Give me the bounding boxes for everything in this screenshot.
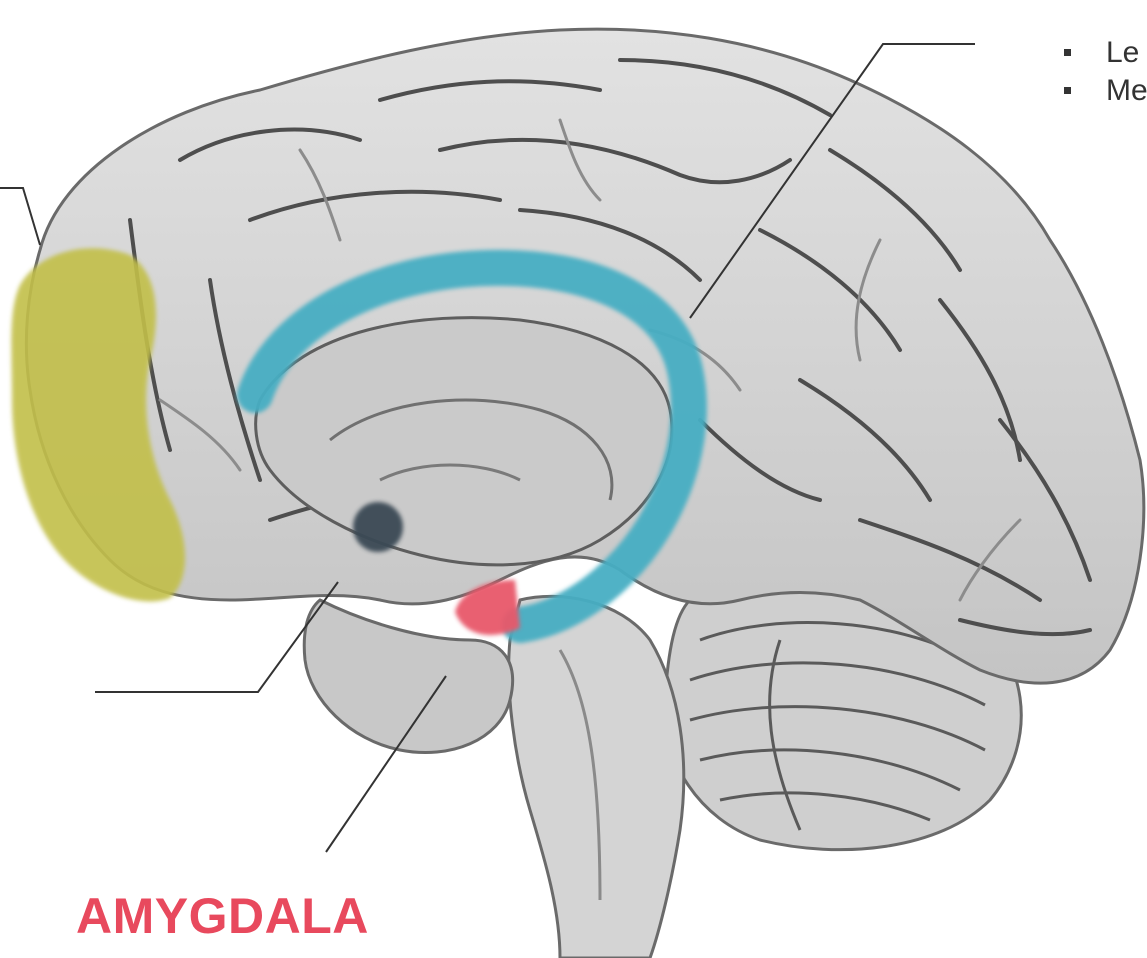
bullet-list: Le Me [1062, 34, 1147, 110]
bullet-item-1: Le [1062, 34, 1147, 72]
bullet-item-2: Me [1062, 72, 1147, 110]
thalamic-dot [353, 502, 403, 552]
amygdala-label: AMYGDALA [76, 888, 369, 944]
leader-line-prefrontal [0, 188, 40, 245]
